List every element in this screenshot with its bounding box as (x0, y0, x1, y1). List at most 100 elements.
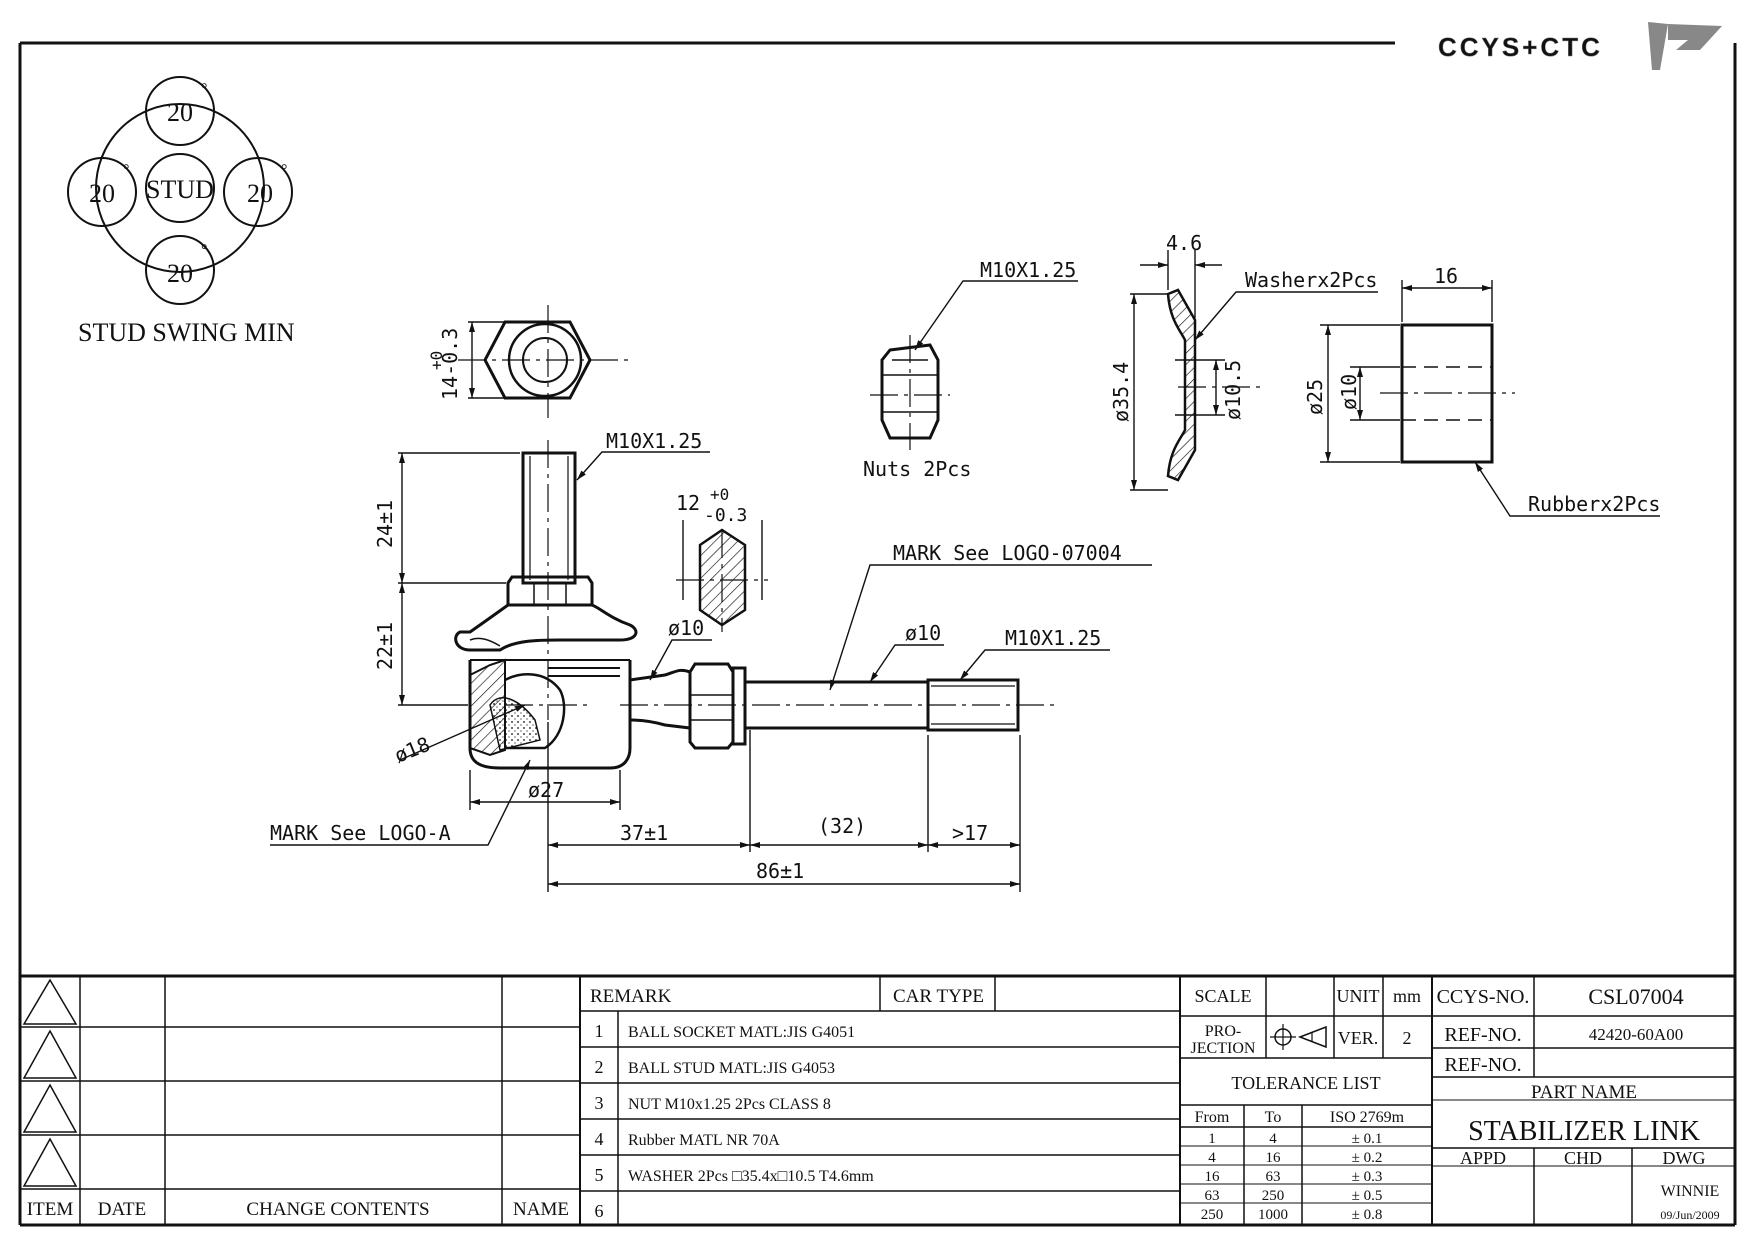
scale-tolerance-block: SCALE UNIT mm PRO- JECTION VER. 2 TOLERA… (1180, 976, 1432, 1225)
dim-32: (32) (818, 814, 866, 838)
tolerance-from: 63 (1205, 1188, 1220, 1204)
tolerance-value: ± 0.8 (1352, 1207, 1383, 1223)
ref-no-label: REF-NO. (1444, 1024, 1521, 1046)
drawing-frame (18, 41, 1737, 1227)
tolerance-to: 1000 (1258, 1207, 1288, 1223)
projection-label: PRO- (1205, 1023, 1241, 1040)
company-logo: CCYS+CTC (1438, 22, 1722, 70)
nut-side-view: M10X1.25 Nuts 2Pcs (863, 258, 1078, 481)
mark-logo-a: MARK See LOGO-A (270, 821, 451, 845)
remark-text: NUT M10x1.25 2Pcs CLASS 8 (628, 1096, 831, 1113)
washer-side-view: ø35.4 ø10.5 4.6 Washerx2Pcs (1109, 231, 1378, 491)
dim-phi27: ø27 (528, 778, 564, 802)
dim-hex12: 12 (676, 491, 700, 515)
ccys-no-value: CSL07004 (1588, 984, 1683, 1009)
appd-label: APPD (1460, 1148, 1506, 1168)
nuts-caption: Nuts 2Pcs (863, 457, 971, 481)
tolerance-to: 250 (1262, 1188, 1285, 1204)
degree-mark: ° (201, 242, 207, 259)
scale-label: SCALE (1194, 986, 1251, 1006)
degree-mark: ° (201, 81, 207, 98)
ref-no-value: 42420-60A00 (1589, 1025, 1683, 1044)
tolerance-value: ± 0.3 (1352, 1169, 1383, 1185)
dim-hex12-tol-plus: +0 (710, 485, 729, 504)
tolerance-header-iso: ISO 2769m (1330, 1109, 1405, 1126)
remarks-table: REMARK CAR TYPE 1 BALL SOCKET MATL:JIS G… (580, 976, 1181, 1225)
tolerance-value: ± 0.1 (1352, 1131, 1383, 1147)
revision-triangle-icon (22, 978, 78, 1025)
dim-hex12-tol-minus: -0.3 (704, 505, 747, 526)
swing-angle-top: 20 (167, 98, 193, 127)
mark-logo-07004: MARK See LOGO-07004 (893, 541, 1122, 565)
remark-no: 4 (595, 1129, 604, 1149)
part-name-label: PART NAME (1531, 1082, 1637, 1103)
revision-triangle-icon (22, 1029, 78, 1079)
remark-no: 6 (595, 1201, 604, 1221)
rev-header-date: DATE (98, 1199, 147, 1220)
dim-phi10-shank: ø10 (905, 621, 941, 645)
remark-text: Rubber MATL NR 70A (628, 1132, 780, 1149)
car-type-label: CAR TYPE (893, 986, 984, 1007)
dim-phi10-neck: ø10 (668, 616, 704, 640)
dwg-name: WINNIE (1661, 1183, 1720, 1200)
rev-header-name: NAME (513, 1199, 569, 1220)
dim-hex-nut-tol: +0 (427, 351, 446, 370)
dim-washer-id: ø10.5 (1221, 360, 1245, 420)
degree-mark: ° (123, 162, 129, 179)
projection-symbol-icon (1270, 1024, 1327, 1050)
dim-stud-length-lower: 22±1 (373, 622, 397, 670)
logo-text: CCYS+CTC (1438, 32, 1603, 62)
tolerance-value: ± 0.5 (1352, 1188, 1383, 1204)
tolerance-to: 16 (1266, 1150, 1282, 1166)
swing-angle-bottom: 20 (167, 259, 193, 288)
dim-hex-nut: 14-0.3 (438, 328, 462, 400)
remark-no: 5 (595, 1165, 604, 1185)
ball-stud-assembly: 24±1 22±1 M10X1.25 12 +0 -0.3 ø10 ø10 M1… (270, 429, 1152, 892)
dim-end-thread: M10X1.25 (1005, 626, 1101, 650)
dim-17: >17 (952, 821, 988, 845)
swing-angle-right: 20 (247, 179, 273, 208)
ref-no2-label: REF-NO. (1444, 1054, 1521, 1076)
part-name-value: STABILIZER LINK (1468, 1116, 1700, 1147)
washer-caption: Washerx2Pcs (1245, 268, 1377, 292)
tolerance-header-to: To (1265, 1109, 1282, 1126)
projection-label: JECTION (1191, 1040, 1256, 1057)
tolerance-from: 1 (1208, 1131, 1216, 1147)
dim-rubber-id: ø10 (1337, 374, 1361, 410)
rev-header-change: CHANGE CONTENTS (246, 1199, 429, 1220)
dim-washer-thickness: 4.6 (1166, 231, 1202, 255)
dwg-label: DWG (1663, 1148, 1706, 1168)
dwg-date: 09/Jun/2009 (1660, 1208, 1719, 1222)
revision-triangle-icon (22, 1083, 78, 1133)
chd-label: CHD (1564, 1148, 1602, 1168)
revision-triangle-icon (22, 1137, 78, 1187)
tolerance-value: ± 0.2 (1352, 1150, 1383, 1166)
revision-table: ITEM DATE CHANGE CONTENTS NAME (20, 976, 581, 1225)
dim-stud-thread: M10X1.25 (606, 429, 702, 453)
dim-rubber-width: 16 (1434, 264, 1458, 288)
swing-angle-left: 20 (89, 179, 115, 208)
version-label: VER. (1338, 1028, 1379, 1048)
stud-swing-diagram: STUD 20 ° 20 ° 20 ° 20 ° STUD SWING MIN (67, 76, 295, 347)
part-info-block: CCYS-NO. CSL07004 REF-NO. 42420-60A00 RE… (1431, 976, 1735, 1225)
tolerance-title: TOLERANCE LIST (1231, 1073, 1380, 1093)
dim-nut-thread: M10X1.25 (980, 258, 1076, 282)
ccys-no-label: CCYS-NO. (1437, 986, 1530, 1008)
title-block: ITEM DATE CHANGE CONTENTS NAME REMARK CA… (20, 974, 1735, 1225)
dim-86: 86±1 (756, 859, 804, 883)
tolerance-from: 16 (1205, 1169, 1221, 1185)
version-value: 2 (1403, 1028, 1412, 1048)
rev-header-item: ITEM (27, 1199, 74, 1220)
tolerance-from: 4 (1208, 1150, 1216, 1166)
tolerance-from: 250 (1201, 1207, 1224, 1223)
rubber-side-view: 16 ø25 ø10 Rubberx2Pcs (1303, 264, 1660, 517)
remark-text: WASHER 2Pcs □35.4x□10.5 T4.6mm (628, 1168, 874, 1185)
hex-nut-end-view: 14-0.3 +0 (427, 305, 632, 418)
dim-37: 37±1 (620, 821, 668, 845)
dim-washer-od: ø35.4 (1109, 362, 1133, 422)
remark-no: 1 (595, 1021, 604, 1041)
tolerance-to: 4 (1269, 1131, 1277, 1147)
tolerance-header-from: From (1195, 1109, 1230, 1126)
remark-text: BALL STUD MATL:JIS G4053 (628, 1060, 835, 1077)
swing-center-label: STUD (146, 175, 214, 204)
